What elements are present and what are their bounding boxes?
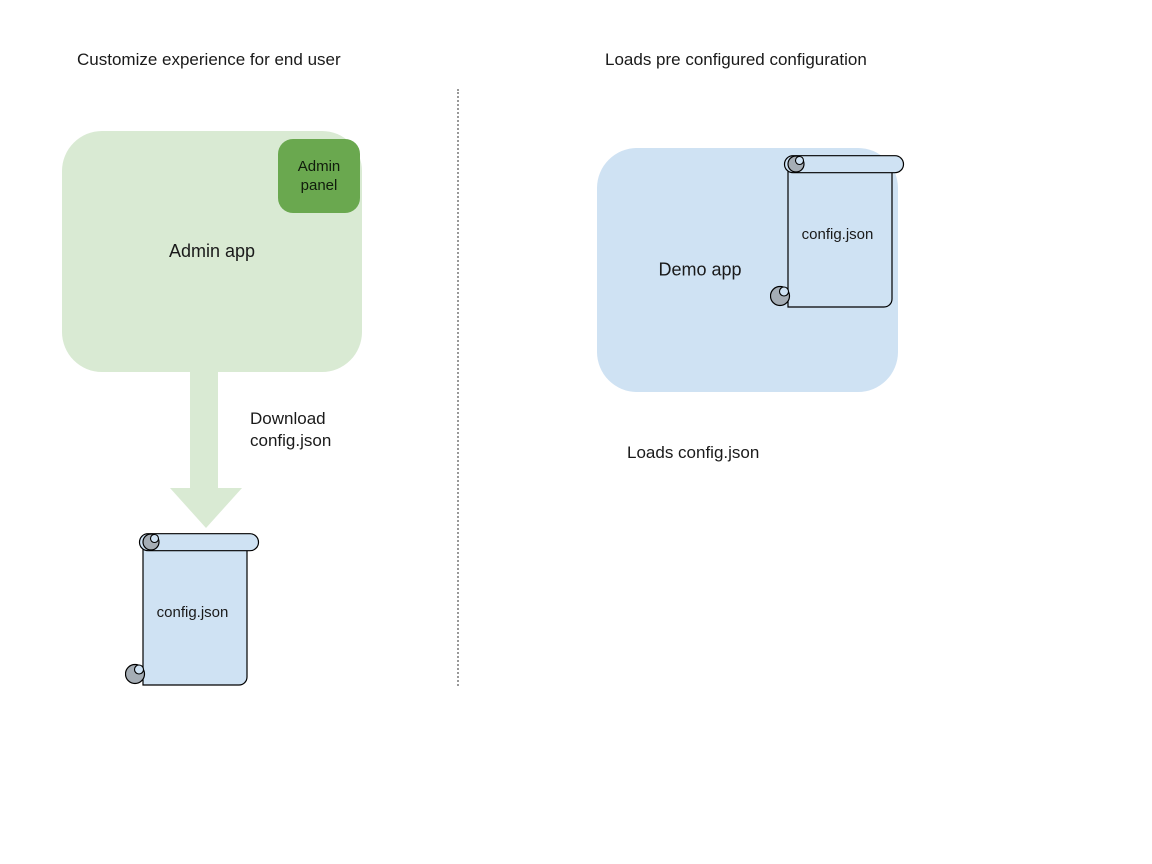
admin-panel-box: Admin panel bbox=[278, 139, 360, 213]
admin-app-label: Admin app bbox=[168, 241, 256, 261]
config-file-left: config.json bbox=[124, 533, 260, 687]
admin-panel-label: Admin panel bbox=[297, 158, 341, 194]
scroll-shape-icon bbox=[124, 533, 260, 686]
left-panel-title: Customize experience for end user bbox=[77, 50, 341, 69]
download-arrow-label-line2: config.json bbox=[250, 431, 332, 450]
right-panel-title: Loads pre configured configuration bbox=[605, 50, 867, 69]
download-arrow-label: Download config.json bbox=[250, 408, 331, 452]
scroll-shape-icon bbox=[769, 155, 905, 308]
config-file-left-label: config.json bbox=[156, 604, 229, 621]
download-arrow-label-line1: Download bbox=[250, 409, 326, 428]
admin-app-box: Admin app Admin panel bbox=[62, 131, 362, 372]
loads-config-caption: Loads config.json bbox=[627, 443, 760, 462]
demo-app-label: Demo app bbox=[658, 259, 742, 280]
config-file-right-label: config.json bbox=[801, 226, 874, 243]
download-arrow-icon bbox=[170, 371, 242, 528]
config-file-right: config.json bbox=[769, 155, 905, 309]
section-divider bbox=[457, 89, 459, 686]
